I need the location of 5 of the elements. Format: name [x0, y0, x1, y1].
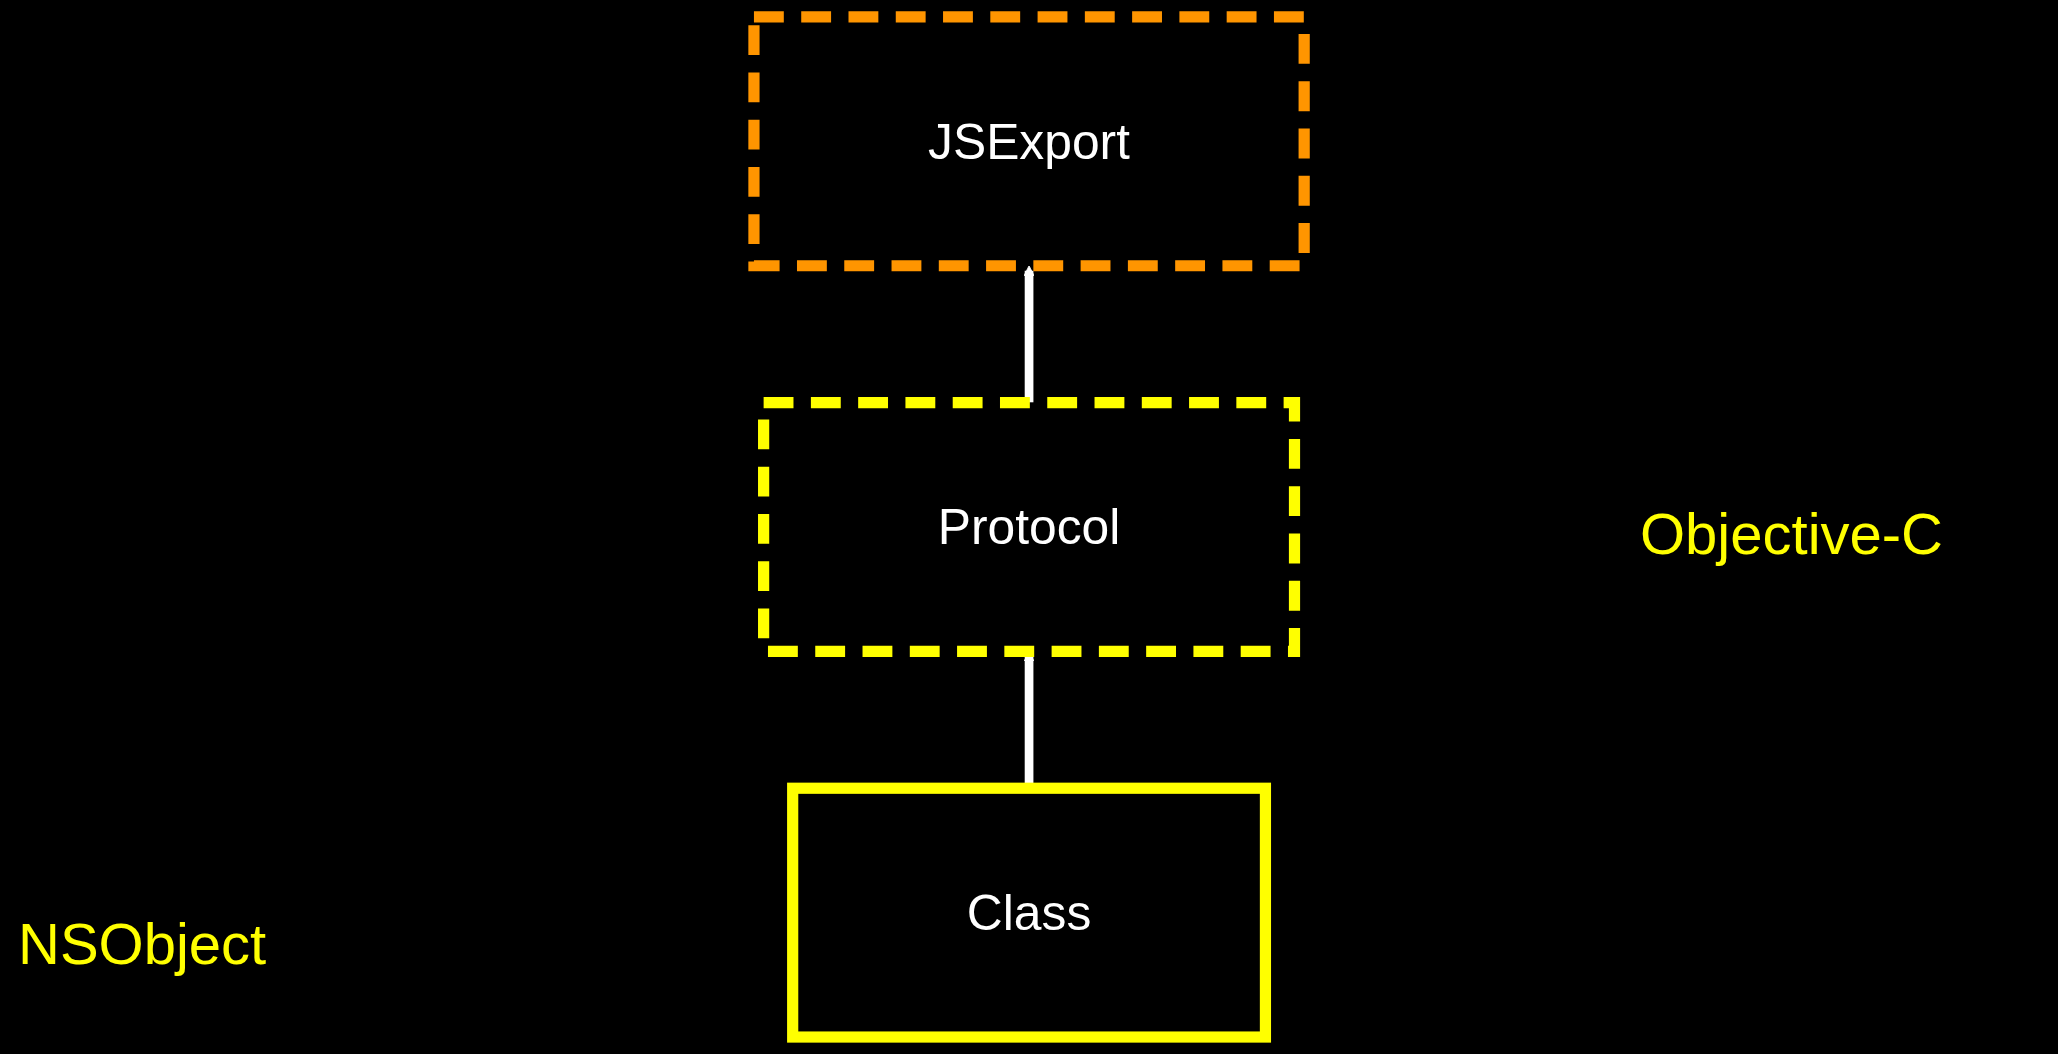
annotation-label: NSObject: [18, 910, 267, 977]
node-box: Class: [787, 782, 1271, 1043]
annotation-label: Objective-C: [1640, 500, 1943, 567]
node-box: JSExport: [748, 11, 1310, 272]
node-box: Protocol: [757, 397, 1301, 657]
